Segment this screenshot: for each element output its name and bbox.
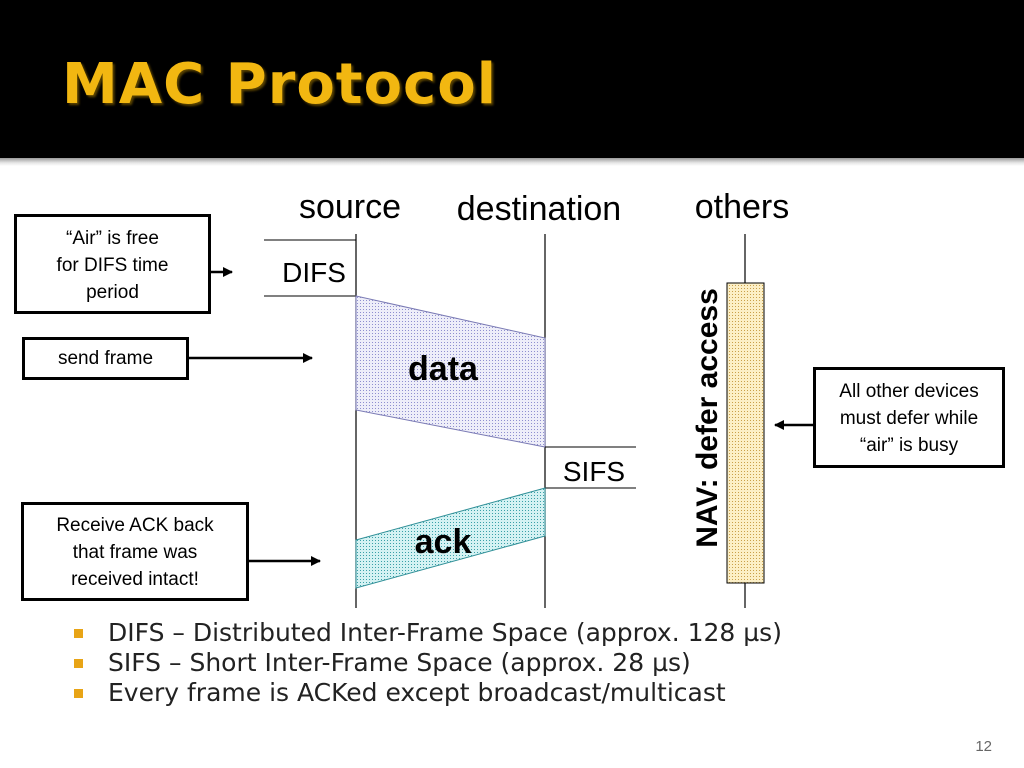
bullet-marker-icon	[74, 629, 83, 638]
bullet-marker-icon	[74, 659, 83, 668]
bullet-list: DIFS – Distributed Inter-Frame Space (ap…	[70, 618, 782, 708]
receive-ack-note: Receive ACK back that frame was received…	[21, 502, 249, 601]
source-column-label: source	[299, 188, 401, 226]
slide-title: MAC Protocol	[62, 52, 497, 117]
others-column-label: others	[695, 188, 790, 226]
difs-label: DIFS	[282, 257, 346, 288]
bullet-text: SIFS – Short Inter-Frame Space (approx. …	[108, 648, 691, 677]
air-free-note: “Air” is free for DIFS time period	[14, 214, 211, 314]
bullet-item: Every frame is ACKed except broadcast/mu…	[70, 678, 782, 708]
data-frame-label: data	[408, 350, 479, 388]
title-bar	[0, 0, 1024, 158]
nav-defer-bar	[726, 282, 765, 584]
ack-frame	[355, 487, 546, 589]
destination-column-label: destination	[457, 190, 621, 228]
bullet-text: Every frame is ACKed except broadcast/mu…	[108, 678, 726, 707]
page-number: 12	[975, 738, 992, 755]
send-frame-note: send frame	[22, 337, 189, 380]
defer-note: All other devices must defer while “air”…	[813, 367, 1005, 468]
ack-frame-label: ack	[415, 523, 472, 561]
bullet-item: SIFS – Short Inter-Frame Space (approx. …	[70, 648, 782, 678]
bullet-item: DIFS – Distributed Inter-Frame Space (ap…	[70, 618, 782, 648]
title-divider	[0, 158, 1024, 166]
sifs-label: SIFS	[563, 456, 625, 487]
nav-defer-label: NAV: defer access	[691, 288, 724, 548]
bullet-marker-icon	[74, 689, 83, 698]
bullet-text: DIFS – Distributed Inter-Frame Space (ap…	[108, 618, 782, 647]
